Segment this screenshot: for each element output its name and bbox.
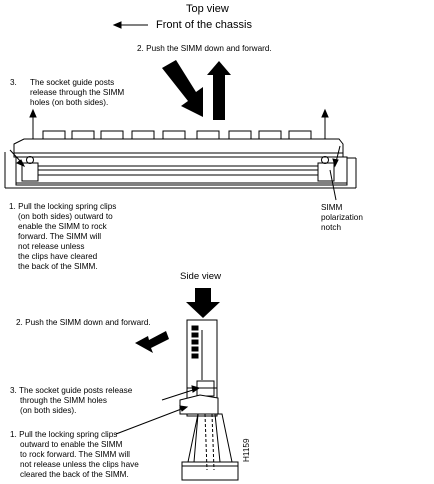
side-step-2: 2. Push the SIMM down and forward. xyxy=(16,318,151,327)
top-view-simm xyxy=(13,130,344,158)
top-view-leader-arrows xyxy=(9,145,341,201)
top-view-socket xyxy=(4,152,357,189)
front-of-chassis-label: Front of the chassis xyxy=(156,19,252,31)
release-up-arrow xyxy=(207,61,231,120)
guide-post-arrows xyxy=(29,108,329,139)
front-direction-arrow xyxy=(112,21,148,29)
top-step-2: 2. Push the SIMM down and forward. xyxy=(137,44,272,53)
push-down-forward-arrow xyxy=(162,60,203,117)
figure-id: H1159 xyxy=(242,438,251,462)
top-step-3-number: 3. xyxy=(10,78,17,87)
side-view-title: Side view xyxy=(180,271,222,282)
side-view-leader-arrows xyxy=(115,385,201,435)
side-view-socket xyxy=(179,394,239,481)
top-view-title: Top view xyxy=(186,3,229,15)
side-forward-arrow xyxy=(135,331,169,353)
side-down-arrow xyxy=(186,288,220,318)
